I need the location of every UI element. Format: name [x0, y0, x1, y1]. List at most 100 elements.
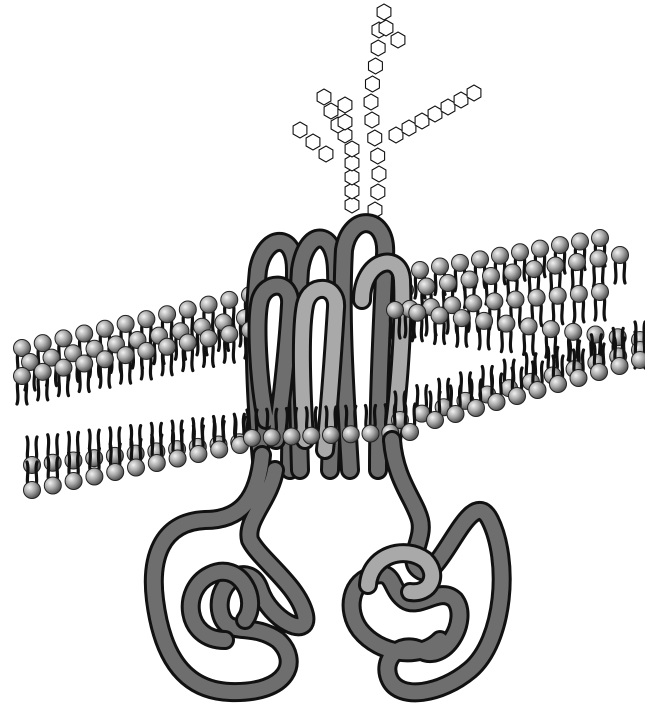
lipid-head: [221, 326, 238, 343]
lipid-head: [117, 315, 134, 332]
sugar-residue: [368, 130, 382, 146]
lipid: [117, 347, 134, 384]
lipid-head: [483, 268, 500, 285]
sugar-residue: [377, 4, 391, 20]
lipid-head: [402, 424, 419, 441]
sugar-residue: [454, 92, 468, 108]
lipid-head: [472, 251, 489, 268]
lipid: [55, 359, 72, 396]
lipid-head: [452, 254, 469, 271]
lipid-head: [592, 230, 609, 247]
lipid-head: [138, 311, 155, 328]
lipid-head: [632, 352, 645, 369]
lipid-head: [128, 459, 145, 476]
lipid-head: [342, 426, 359, 443]
lipid-head: [440, 275, 457, 292]
lipid-head: [550, 376, 567, 393]
sugar-residue: [338, 114, 352, 130]
lipid-head: [283, 428, 300, 445]
lipid-head: [549, 287, 566, 304]
sugar-residue: [319, 146, 333, 162]
lipid: [34, 363, 51, 400]
lipid-head: [447, 406, 464, 423]
lipid-head: [65, 473, 82, 490]
lipid-head: [528, 289, 545, 306]
lipid-head: [488, 394, 505, 411]
lipid: [549, 287, 566, 324]
lipid-head: [565, 323, 582, 340]
sugar-residue: [366, 76, 380, 92]
sugar-residue: [379, 20, 393, 36]
lipid-head: [431, 307, 448, 324]
lipid-head: [569, 254, 586, 271]
lipid-head: [24, 457, 41, 474]
lipid-head: [55, 359, 72, 376]
sugar-residue: [371, 40, 385, 56]
lipid-head: [24, 482, 41, 499]
sugar-residue: [371, 148, 385, 164]
lipid: [76, 355, 93, 392]
lipid-head: [412, 262, 429, 279]
lipid-head: [552, 237, 569, 254]
lipid: [570, 285, 587, 322]
lipid-head: [611, 358, 628, 375]
lipid-head: [592, 284, 609, 301]
lipid-head: [55, 330, 72, 347]
lipid: [179, 334, 196, 371]
lipid-head: [476, 312, 493, 329]
lipid-head: [179, 334, 196, 351]
sugar-residue: [338, 97, 352, 113]
sugar-residue: [467, 85, 481, 101]
lipid-head: [200, 330, 217, 347]
lipid-head: [14, 368, 31, 385]
lipid-head: [169, 450, 186, 467]
lipid-head: [529, 382, 546, 399]
lipid-head: [612, 247, 629, 264]
lipid-head: [138, 342, 155, 359]
lipid-head: [468, 400, 485, 417]
lipid-head: [498, 315, 515, 332]
lipid-head: [263, 429, 280, 446]
sugar-residue: [365, 112, 379, 128]
lipid: [44, 435, 61, 472]
lipid-head: [159, 338, 176, 355]
lipid: [65, 432, 82, 469]
lipid-head: [526, 261, 543, 278]
lipid: [569, 254, 586, 291]
lipid-head: [520, 318, 537, 335]
lipid-head: [148, 455, 165, 472]
lipid-head: [418, 278, 435, 295]
lipid-head: [117, 347, 134, 364]
lipid: [476, 312, 493, 349]
lipid-head: [362, 425, 379, 442]
lipid-head: [591, 364, 608, 381]
lipid-head: [244, 430, 261, 447]
lipid-head: [107, 464, 124, 481]
lipid-head: [34, 363, 51, 380]
sugar-residue: [317, 89, 331, 105]
lipid-head: [453, 310, 470, 327]
sugar-residue: [345, 141, 359, 157]
lipid-head: [572, 233, 589, 250]
lipid: [592, 284, 609, 321]
lipid: [590, 250, 607, 287]
lipid-head: [211, 441, 228, 458]
lipid: [200, 330, 217, 367]
sugar-residue: [364, 94, 378, 110]
sugar-residue: [441, 99, 455, 115]
lipid-head: [76, 325, 93, 342]
lipid-head: [159, 306, 176, 323]
lipid-head: [504, 264, 521, 281]
lipid-head: [427, 412, 444, 429]
sugar-residue: [391, 32, 405, 48]
lipid-head: [570, 370, 587, 387]
lipid-head: [432, 258, 449, 275]
lipid-head: [303, 427, 320, 444]
lipid-head: [387, 302, 404, 319]
lipid-head: [461, 271, 478, 288]
lipid: [612, 247, 629, 284]
lipid: [520, 318, 537, 355]
lipid: [453, 310, 470, 347]
lipid: [498, 315, 515, 352]
